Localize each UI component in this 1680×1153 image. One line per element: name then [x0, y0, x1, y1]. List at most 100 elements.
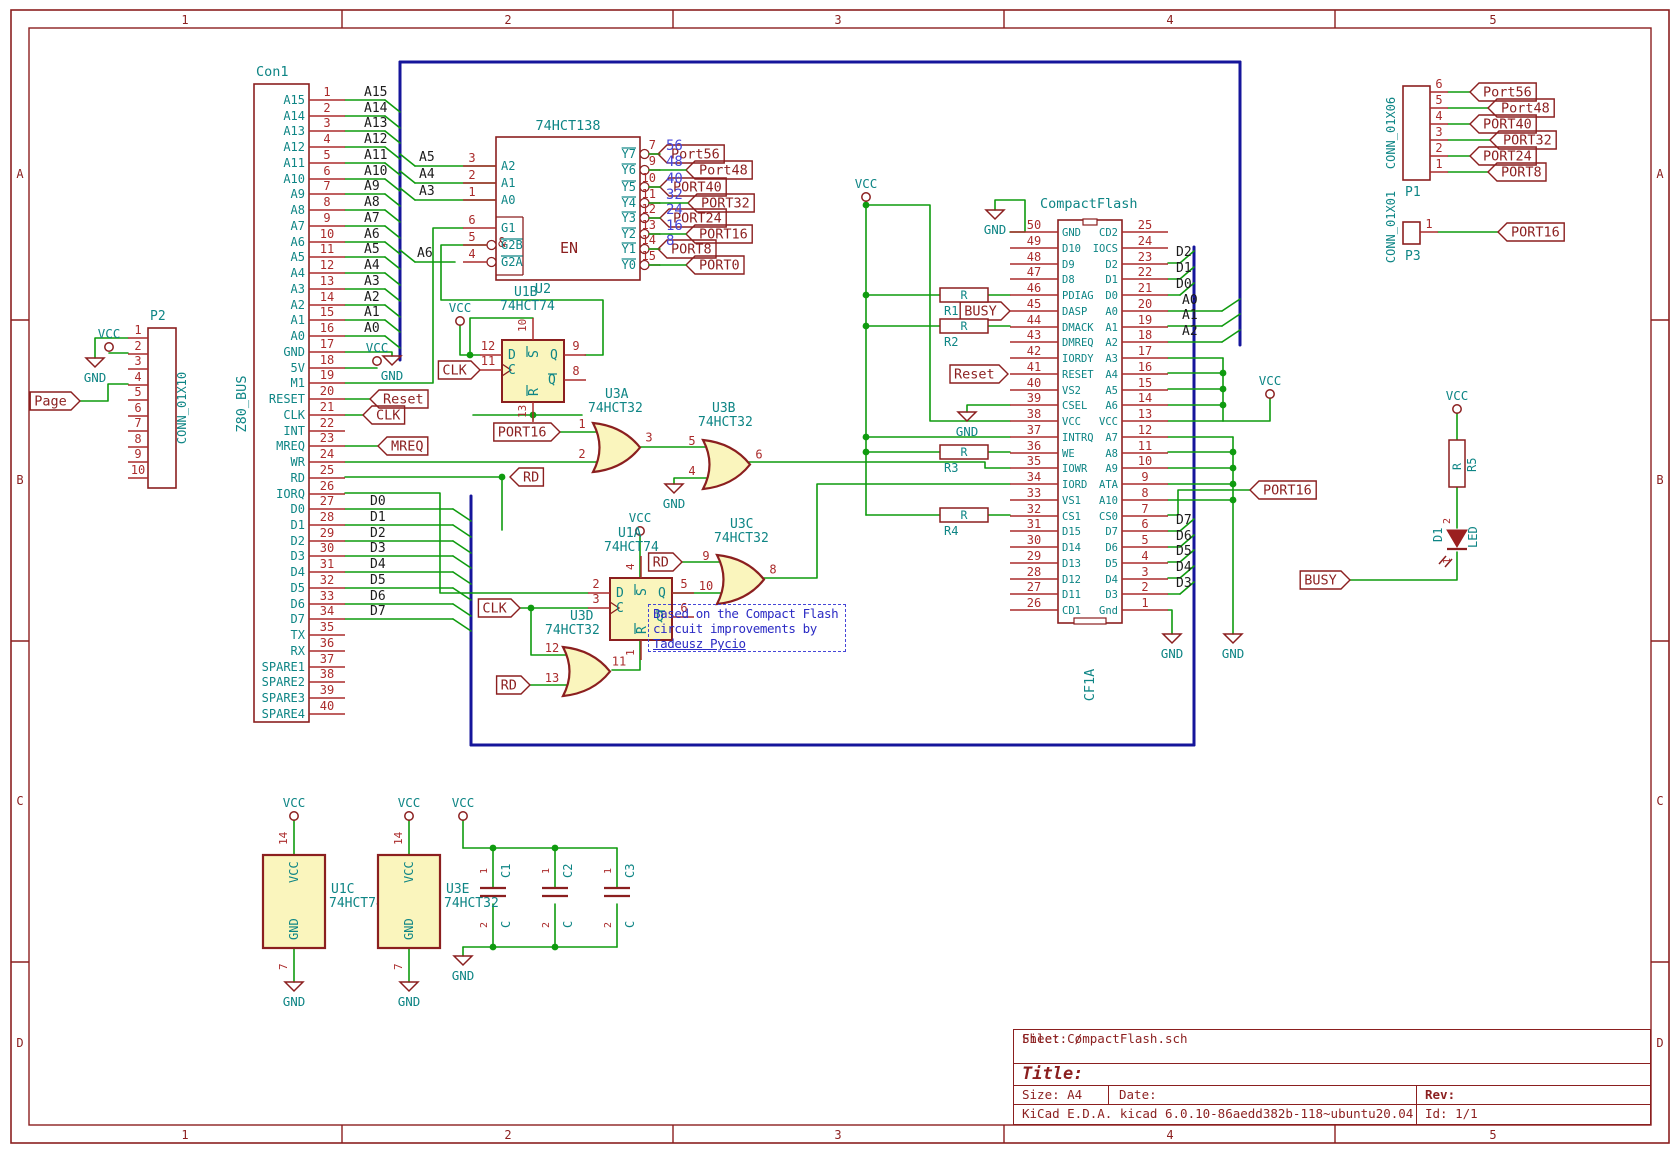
gnd-power-symbol[interactable]: GND [283, 982, 306, 1009]
gnd-power-symbol[interactable]: GND [398, 982, 421, 1009]
global-label-RD[interactable]: RD [497, 676, 530, 694]
d1-led[interactable]: D1LED21 [1431, 518, 1480, 567]
c1-capacitor[interactable]: 12C1C [479, 864, 513, 928]
svg-text:P1: P1 [1405, 185, 1421, 200]
svg-text:D5: D5 [1105, 558, 1118, 570]
con1-connector[interactable]: 1A152A143A134A125A116A107A98A89A710A611A… [234, 64, 345, 722]
svg-text:GND: GND [283, 345, 305, 359]
r2-resistor[interactable]: RR2 [940, 319, 988, 349]
u3b-74hct32-or-gate[interactable]: U3B74HCT32546 [688, 401, 762, 489]
net-label: D5 [370, 573, 386, 588]
svg-text:1: 1 [134, 323, 141, 337]
p2-connector[interactable]: 12345678910P2CONN_01X10 [128, 309, 189, 488]
svg-text:9: 9 [323, 211, 330, 225]
cf1a-connector[interactable]: CompactFlashCF1A50GND49D1048D947D846PDIA… [1010, 196, 1168, 701]
svg-text:8: 8 [323, 195, 330, 209]
global-label-MREQ[interactable]: MREQ [378, 437, 428, 455]
svg-text:30: 30 [320, 541, 334, 555]
gnd-power-symbol[interactable]: GND [984, 210, 1007, 237]
svg-text:D1: D1 [291, 518, 305, 532]
svg-text:7: 7 [1141, 502, 1148, 516]
svg-text:D6: D6 [291, 597, 305, 611]
svg-text:D7: D7 [291, 612, 305, 626]
net-label: D6 [370, 589, 386, 604]
svg-text:A6: A6 [1105, 400, 1118, 412]
svg-text:4: 4 [688, 464, 695, 478]
svg-text:Y6: Y6 [622, 163, 636, 177]
c3-capacitor[interactable]: 12C3C [603, 864, 637, 928]
vcc-power-symbol[interactable]: VCC [98, 326, 121, 351]
vcc-power-symbol[interactable]: VCC [398, 795, 421, 820]
net-label: D4 [370, 557, 386, 572]
c2-capacitor[interactable]: 12C2C [541, 864, 575, 928]
global-label-BUSY[interactable]: BUSY [1300, 571, 1350, 589]
svg-text:A1: A1 [501, 176, 515, 190]
svg-text:SPARE3: SPARE3 [262, 691, 305, 705]
svg-text:D12: D12 [1062, 574, 1081, 586]
svg-text:27: 27 [1027, 580, 1041, 594]
svg-text:45: 45 [1027, 297, 1041, 311]
svg-text:3: 3 [134, 354, 141, 368]
global-label-PORT16[interactable]: PORT16 [1498, 223, 1564, 241]
svg-text:A5: A5 [1105, 385, 1118, 397]
vcc-power-symbol[interactable]: VCC [452, 795, 475, 820]
global-label-CLK[interactable]: CLK [478, 599, 520, 617]
svg-text:G2B: G2B [501, 238, 523, 252]
svg-text:2: 2 [468, 168, 475, 182]
r5-resistor[interactable]: RR5 [1449, 440, 1479, 487]
svg-text:13: 13 [1138, 407, 1152, 421]
u3c-74hct32-or-gate[interactable]: U3C74HCT329108 [699, 517, 777, 604]
global-label-BUSY[interactable]: BUSY [960, 302, 1010, 320]
svg-text:CONN_01X06: CONN_01X06 [1384, 97, 1398, 169]
vcc-power-symbol[interactable]: VCC [366, 340, 389, 365]
svg-text:C3: C3 [623, 864, 637, 878]
con1-nets[interactable]: A15A14A13A12A11A10A9A8A7A6A5A4A3A2A1A0D0… [345, 85, 471, 631]
u1b-74hct74-flipflop[interactable]: U1B74HCT741211981013DCQQSR [480, 285, 586, 422]
svg-text:8: 8 [572, 364, 579, 378]
svg-text:U3E: U3E [446, 882, 469, 897]
r3-resistor[interactable]: RR3 [940, 445, 988, 475]
svg-text:D3: D3 [1105, 589, 1118, 601]
u3a-74hct32-or-gate[interactable]: U3A74HCT32123 [578, 387, 652, 472]
gnd-power-symbol[interactable]: GND [452, 956, 475, 983]
gnd-power-symbol[interactable]: GND [956, 412, 979, 439]
global-label-CLK[interactable]: CLK [438, 361, 480, 379]
svg-text:11: 11 [642, 187, 656, 201]
schematic-note[interactable]: Based on the Compact Flash circuit impro… [648, 604, 846, 652]
global-label-CLK[interactable]: CLK [363, 406, 405, 424]
global-label-RD[interactable]: RD [510, 468, 543, 486]
global-label-Page[interactable]: Page [30, 392, 80, 410]
gnd-power-symbol[interactable]: GND [1222, 634, 1245, 661]
svg-text:CD2: CD2 [1099, 227, 1118, 239]
svg-text:PDIAG: PDIAG [1062, 290, 1094, 302]
global-label-PORT16[interactable]: PORT16 [1250, 481, 1316, 499]
vcc-power-symbol[interactable]: VCC [1446, 388, 1469, 413]
svg-text:A8: A8 [1105, 448, 1118, 460]
u1c-power-unit[interactable]: VCCGND147U1C74HCT74 [263, 831, 384, 970]
u3e-power-unit[interactable]: VCCGND147U3E74HCT32 [378, 831, 499, 970]
gnd-power-symbol[interactable]: GND [663, 484, 686, 511]
svg-text:BUSY: BUSY [1304, 573, 1337, 589]
global-label-Reset[interactable]: Reset [950, 365, 1008, 383]
vcc-power-symbol[interactable]: VCC [1259, 373, 1282, 398]
r4-resistor[interactable]: RR4 [940, 508, 988, 538]
vcc-power-symbol[interactable]: VCC [449, 300, 472, 325]
p3-connector[interactable]: 1P3CONN_01X01 [1384, 191, 1438, 264]
global-label-PORT16[interactable]: PORT16 [494, 423, 560, 441]
gnd-power-symbol[interactable]: GND [1161, 634, 1184, 661]
svg-text:14: 14 [642, 233, 656, 247]
svg-text:R: R [961, 445, 968, 459]
svg-text:A1: A1 [1105, 322, 1118, 334]
svg-text:8: 8 [769, 563, 776, 577]
svg-text:GND: GND [956, 424, 979, 439]
u2-74hct138-decoder[interactable]: 74HCT138U2&EN3A22A11A06G15G2B4G2A756Y794… [463, 118, 688, 297]
svg-text:VCC: VCC [283, 795, 306, 810]
svg-text:MREQ: MREQ [276, 439, 305, 453]
vcc-power-symbol[interactable]: VCC [855, 176, 878, 201]
svg-text:Y2: Y2 [622, 227, 636, 241]
vcc-power-symbol[interactable]: VCC [283, 795, 306, 820]
svg-text:Gnd: Gnd [1099, 605, 1118, 617]
gnd-power-symbol[interactable]: GND [84, 358, 107, 385]
p1-connector[interactable]: 654321P1CONN_01X06 [1384, 77, 1448, 200]
global-label-RD[interactable]: RD [649, 553, 682, 571]
